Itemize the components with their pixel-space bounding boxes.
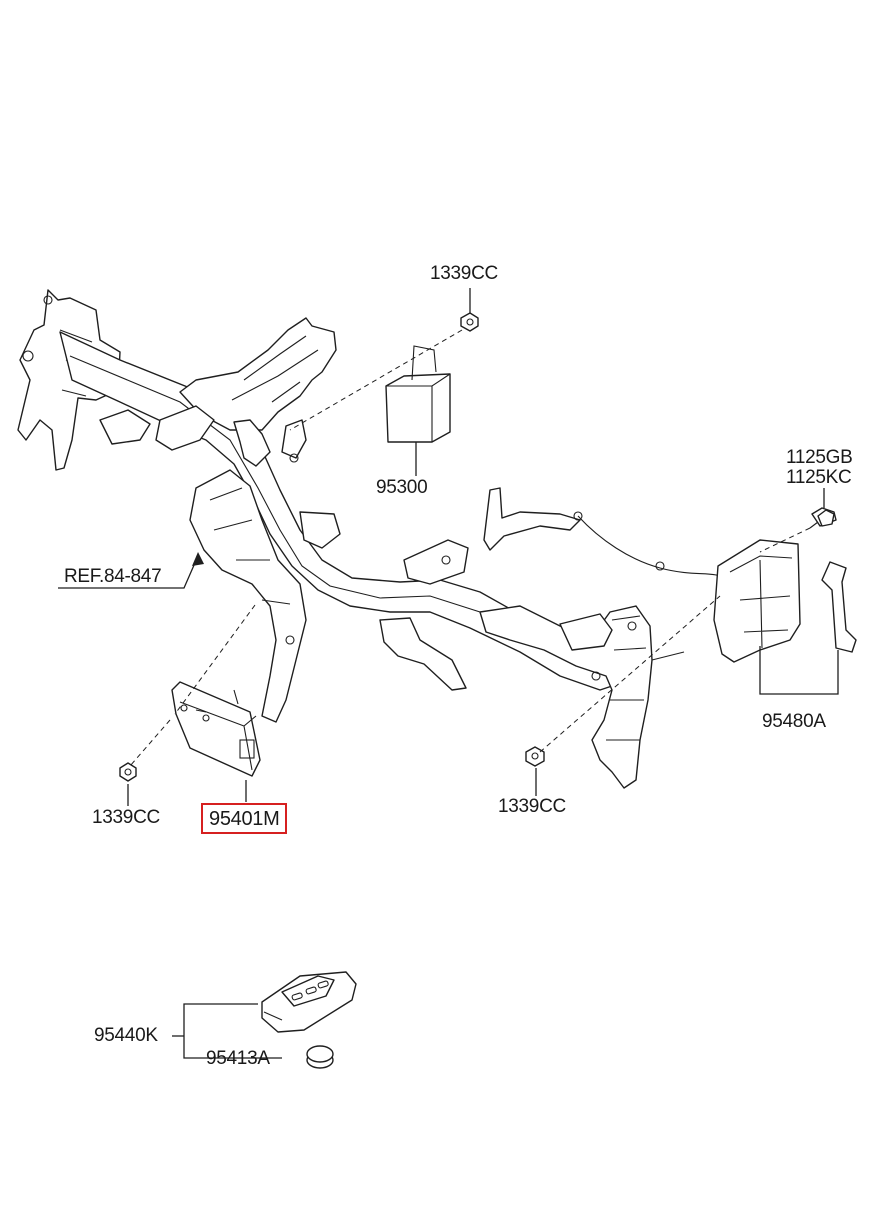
dashed-guides [129, 329, 811, 767]
label-bolt-b: 1125KC [786, 467, 852, 488]
module-95480a [713, 507, 857, 663]
label-module-95401m-highlighted: 95401M [201, 803, 288, 834]
label-battery: 95413A [206, 1048, 270, 1069]
cross-member [17, 289, 721, 789]
label-nut-left: 1339CC [92, 807, 160, 828]
label-nut-top: 1339CC [430, 263, 498, 284]
coin-battery [306, 1045, 334, 1069]
label-reference: REF.84-847 [64, 566, 162, 587]
label-bolt-a: 1125GB [786, 447, 853, 468]
label-bracket-95480a: 95480A [762, 711, 826, 732]
nut-hardware [119, 312, 835, 782]
module-95300 [385, 345, 451, 443]
module-95401m [171, 681, 261, 777]
label-nut-mid: 1339CC [498, 796, 566, 817]
label-smart-key: 95440K [94, 1025, 158, 1046]
label-module-95300: 95300 [376, 477, 428, 498]
leader-lines [58, 288, 839, 1059]
arrow-right-icon [192, 552, 204, 566]
smart-key-fob [261, 971, 357, 1033]
